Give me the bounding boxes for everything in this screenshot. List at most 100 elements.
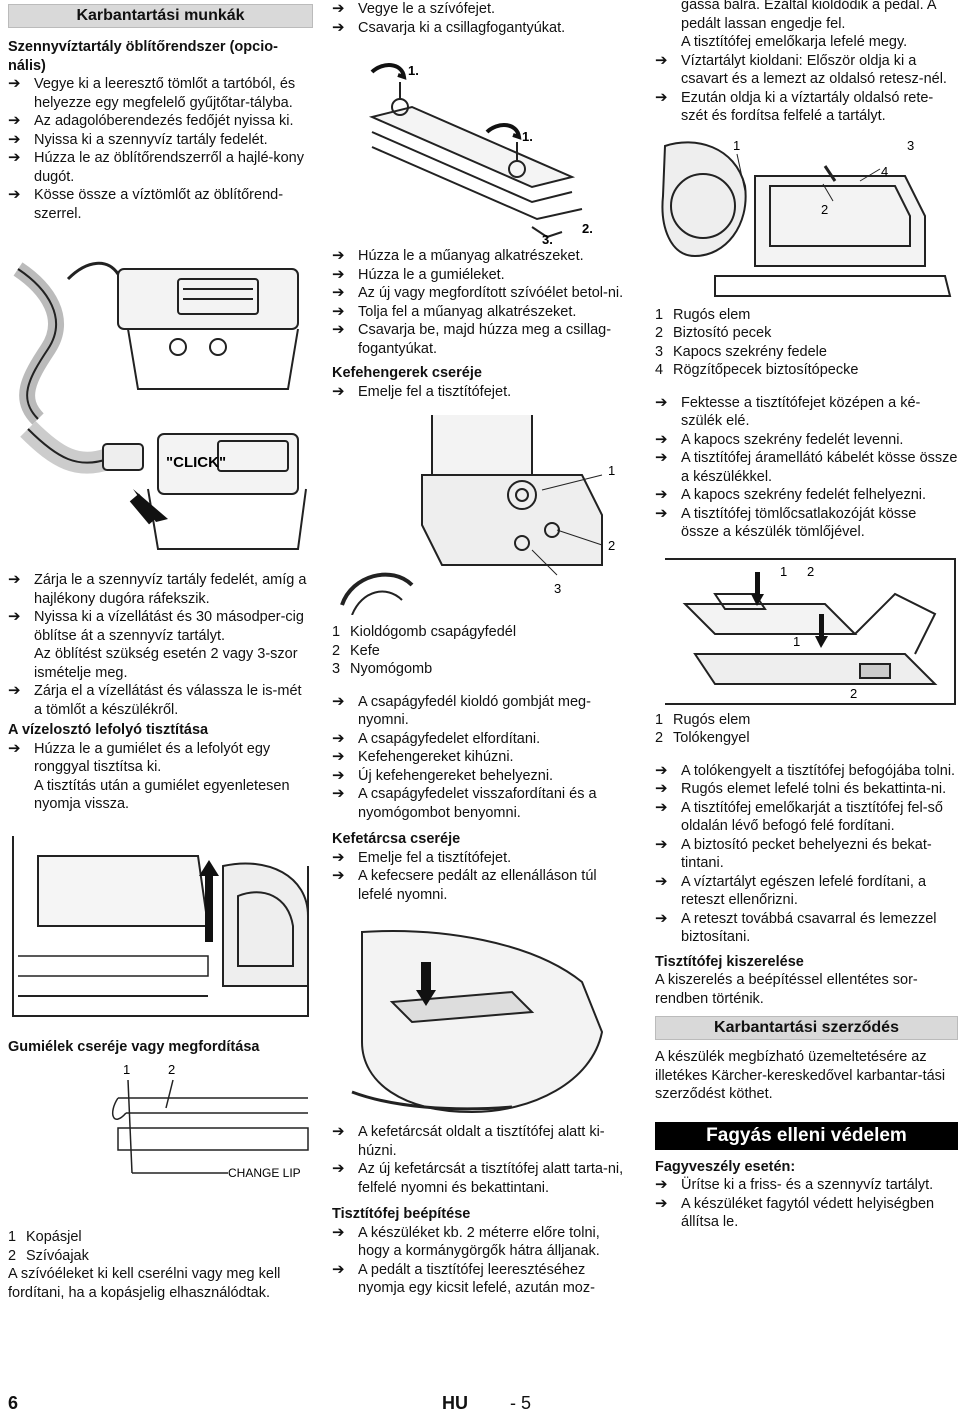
- figure-drain-flap: [8, 826, 313, 1036]
- arrow-right-icon: ➔: [332, 766, 345, 784]
- legend-text: Kopásjel: [26, 1229, 82, 1245]
- arrow-right-icon: ➔: [655, 449, 668, 466]
- step-text: A csapágyfedelet elfordítani.: [358, 730, 541, 747]
- step-text: Vegye le a szívófejet.: [358, 1, 496, 17]
- step-text: Rugós elemet lefelé tolni és bekattinta-…: [681, 781, 947, 797]
- step-text: A víztartályt egészen lefelé fordítani, …: [681, 873, 927, 909]
- figure-water-tank: 1 3 4 2: [655, 136, 958, 306]
- step-item: ➔A készüléket fagytól védett helyiségben…: [655, 1195, 958, 1232]
- legend-text: Nyomógomb: [350, 661, 433, 677]
- step-text: Húzza le az öblítőrendszerről a hajlé-ko…: [34, 150, 304, 185]
- step-text: A kapocs szekrény fedelét levenni.: [681, 431, 904, 448]
- step-item: ➔A tisztítófej tömlőcsatlakozóját kösse …: [655, 505, 958, 542]
- step-text: Fektesse a tisztítófejet középen a ké-sz…: [681, 394, 921, 430]
- arrow-right-icon: ➔: [8, 130, 21, 148]
- figure-change-lip: 1 2 CHANGE LIP: [8, 1058, 313, 1228]
- figure-label: 1: [793, 634, 800, 649]
- figure-label: 4: [881, 164, 888, 179]
- legend-number: 1: [8, 1229, 17, 1245]
- subheading-rubber-replace: Gumiélek cseréje vagy megfordítása: [8, 1038, 260, 1055]
- arrow-right-icon: ➔: [332, 1123, 345, 1140]
- step-item: ➔Húzza le a gumiélet és a lefolyót egy r…: [8, 740, 313, 777]
- legend-text: Rugós elem: [673, 306, 751, 323]
- column-right: gassa balra. Ezáltal kioldódik a pedál. …: [655, 0, 958, 1232]
- legend-text: Rögzítőpecek biztosítópecke: [673, 362, 859, 378]
- arrow-right-icon: ➔: [332, 785, 345, 802]
- step-text: Emelje fel a tisztítófejet.: [358, 383, 512, 400]
- arrow-right-icon: ➔: [332, 729, 345, 747]
- step-text: A pedált a tisztítófej leeresztéséhez ny…: [358, 1261, 595, 1297]
- step-text: Csavarja be, majd húzza meg a csillag-fo…: [358, 322, 612, 357]
- arrow-right-icon: ➔: [332, 302, 345, 320]
- step-list: ➔Víztartályt kioldani: Először oldja ki …: [655, 52, 958, 126]
- step-item: ➔A csapágyfedél kioldó gombját meg-nyomn…: [332, 693, 632, 730]
- subheading-brush-disc: Kefetárcsa cseréje: [332, 831, 461, 847]
- step-text: A biztosító pecket behelyezni és bekat-t…: [681, 836, 932, 872]
- step-list: ➔Vegye ki a leeresztő tömlőt a tartóból,…: [8, 75, 313, 223]
- arrow-right-icon: ➔: [332, 382, 345, 400]
- legend-item: 1 Kopásjel: [8, 1228, 313, 1247]
- arrow-right-icon: ➔: [655, 486, 668, 503]
- click-label: "CLICK": [166, 454, 226, 471]
- step-list: ➔Ürítse ki a friss- és a szennyvíz tartá…: [655, 1176, 958, 1232]
- figure-label: 3: [907, 138, 914, 153]
- step-list: ➔ Emelje fel a tisztítófejet.: [332, 383, 632, 402]
- arrow-right-icon: ➔: [655, 51, 668, 69]
- step-text: Zárja el a vízellátást és válassza le is…: [34, 683, 302, 718]
- paragraph-pedal-release: gassa balra. Ezáltal kioldódik a pedál. …: [681, 0, 936, 32]
- arrow-right-icon: ➔: [332, 0, 345, 17]
- step-text: A kefecsere pedált az ellenálláson túl l…: [358, 868, 597, 903]
- subheading-flush-system: Szennyvíztartály öblítőrendszer (opcio-n…: [8, 39, 278, 74]
- step-text: Új kefehengereket behelyezni.: [358, 767, 554, 784]
- step-item: ➔Rugós elemet lefelé tolni és bekattinta…: [655, 780, 958, 799]
- step-text: A kefetárcsát oldalt a tisztítófej alatt…: [358, 1124, 605, 1159]
- step-text: Kefehengereket kihúzni.: [358, 749, 514, 765]
- step-text: A tolókengyelt a tisztítófej befogójába …: [681, 762, 956, 779]
- arrow-right-icon: ➔: [8, 186, 21, 203]
- step-text: Zárja le a szennyvíz tartály fedelét, am…: [34, 572, 307, 607]
- step-item: ➔A tisztítófej emelőkarját a tisztítófej…: [655, 799, 958, 836]
- arrow-right-icon: ➔: [332, 848, 345, 866]
- arrow-right-icon: ➔: [8, 682, 21, 699]
- paragraph-removal: A kiszerelés a beépítéssel ellentétes so…: [655, 972, 918, 1007]
- step-item: ➔Vegye ki a leeresztő tömlőt a tartóból,…: [8, 75, 313, 112]
- step-item: ➔ A csapágyfedelet elfordítani.: [332, 730, 632, 749]
- step-list: ➔ A kefetárcsát oldalt a tisztítófej alat…: [332, 1123, 632, 1197]
- paragraph-replace-note: A szívóéleket ki kell cserélni vagy meg …: [8, 1266, 281, 1301]
- step-item: ➔Csavarja be, majd húzza meg a csillag-f…: [332, 321, 632, 358]
- arrow-right-icon: ➔: [332, 1260, 345, 1278]
- figure-squeegee-parts: 1. 1. 2. 3.: [332, 37, 632, 247]
- legend-number: 2: [655, 325, 664, 341]
- step-item: ➔ A pedált a tisztítófej leeresztéséhez n…: [332, 1261, 632, 1298]
- step-list: ➔Húzza le a műanyag alkatrészeket.➔Húzza…: [332, 247, 632, 358]
- subheading-head-install: Tisztítófej beépítése: [332, 1206, 471, 1222]
- figure-brush-roller: 1 2 3: [332, 415, 632, 616]
- arrow-right-icon: ➔: [332, 284, 345, 301]
- step-item: ➔Tolja fel a műanyag alkatrészeket.: [332, 303, 632, 322]
- legend-text: Tolókengyel: [673, 730, 750, 746]
- arrow-right-icon: ➔: [332, 18, 345, 36]
- figure-label: 1: [608, 463, 615, 478]
- step-item: ➔Csavarja ki a csillagfogantyúkat.: [332, 19, 632, 38]
- note-repeat-rinse: Az öblítést szükség esetén 2 vagy 3-szor…: [34, 646, 298, 681]
- step-item: ➔ Vegye le a szívófejet.: [332, 0, 632, 19]
- step-text: Nyissa ki a szennyvíz tartály fedelét.: [34, 131, 268, 148]
- arrow-right-icon: ➔: [332, 1160, 345, 1177]
- step-text: A kapocs szekrény fedelét felhelyezni.: [681, 487, 927, 503]
- step-item: ➔Húzza le a műanyag alkatrészeket.: [332, 247, 632, 266]
- step-item: ➔A készüléket kb. 2 méterre előre tolni,…: [332, 1224, 632, 1261]
- arrow-right-icon: ➔: [655, 504, 668, 522]
- step-list: ➔ Zárja el a vízellátást és válassza le i…: [8, 682, 313, 719]
- arrow-right-icon: ➔: [8, 75, 21, 92]
- arrow-right-icon: ➔: [655, 798, 668, 816]
- legend-text: Kapocs szekrény fedele: [673, 343, 827, 360]
- step-text: Az új kefetárcsát a tisztítófej alatt ta…: [358, 1161, 624, 1196]
- step-item: ➔A tolókengyelt a tisztítófej befogójába…: [655, 762, 958, 781]
- legend-number: 1: [655, 711, 664, 728]
- step-item: ➔Víztartályt kioldani: Először oldja ki …: [655, 52, 958, 89]
- step-item: ➔ A kapocs szekrény fedelét felhelyezni.: [655, 486, 958, 505]
